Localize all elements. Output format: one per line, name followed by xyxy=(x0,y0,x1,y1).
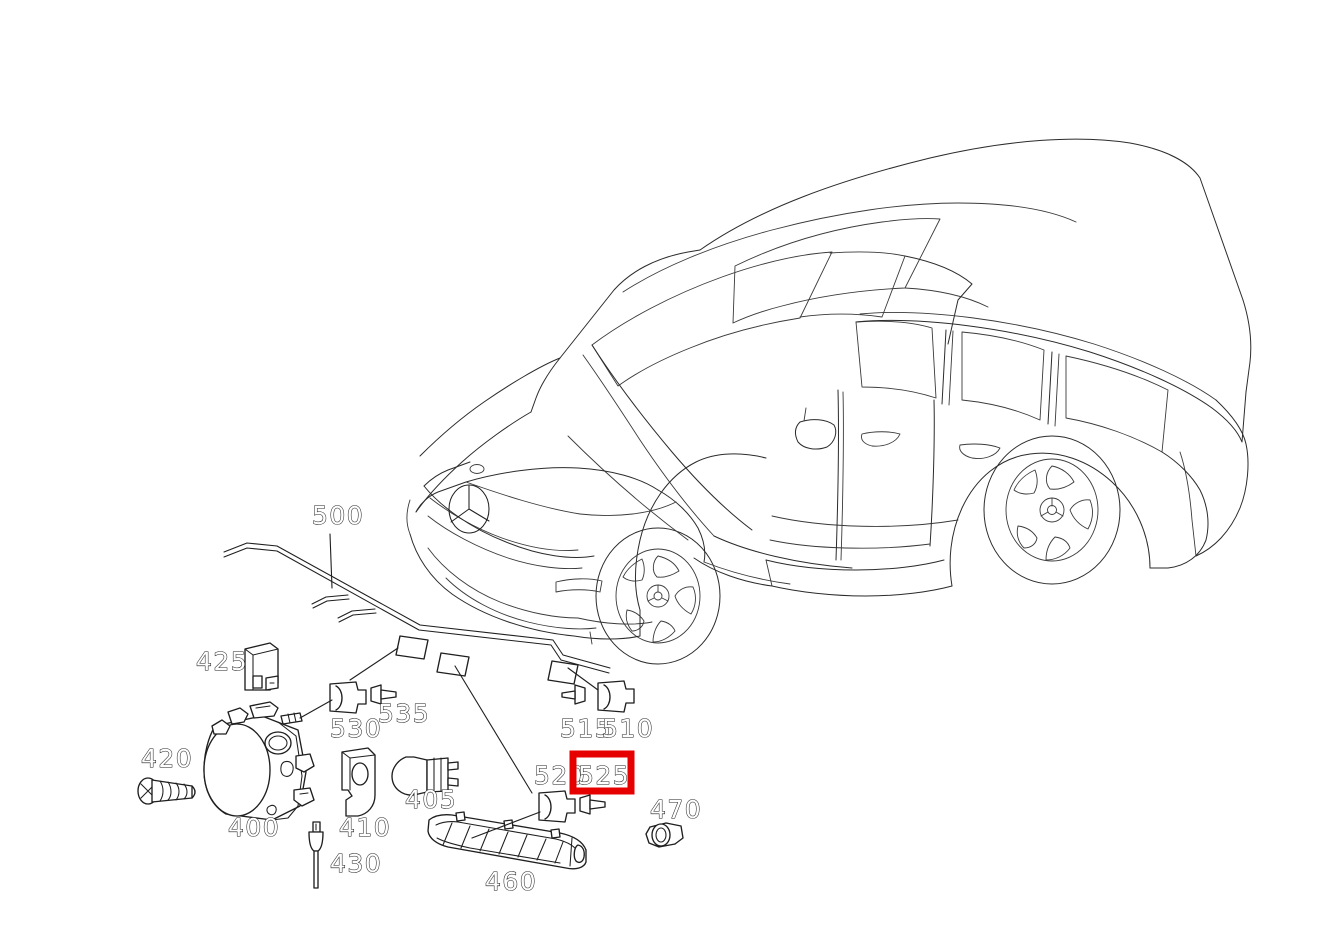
part-clip-410 xyxy=(341,747,376,817)
part-bulb-405 xyxy=(391,756,459,796)
callout-405[interactable]: 405 xyxy=(404,784,457,814)
callout-515[interactable]: 515 xyxy=(559,713,612,743)
callout-530[interactable]: 530 xyxy=(329,713,382,743)
part-connector-pin-535 xyxy=(370,684,397,705)
leader-lamp-to-530 xyxy=(299,699,333,719)
part-connector-530 xyxy=(329,681,367,714)
callout-510[interactable]: 510 xyxy=(601,713,654,743)
highlight-box-525 xyxy=(569,750,635,795)
callout-525[interactable]: 525 xyxy=(577,760,630,790)
callout-470[interactable]: 470 xyxy=(649,794,702,824)
callout-535[interactable]: 535 xyxy=(377,698,430,728)
part-connector-520 xyxy=(538,790,576,823)
callout-400[interactable]: 400 xyxy=(227,812,280,842)
callout-430[interactable]: 430 xyxy=(329,848,382,878)
part-connector-pin-515 xyxy=(561,684,586,705)
callout-labels: 500 425 530 535 515 510 420 405 520 525 … xyxy=(140,500,702,896)
leader-harness-to-530 xyxy=(349,647,399,681)
leader-460-to-520 xyxy=(471,811,541,839)
callout-500[interactable]: 500 xyxy=(311,500,364,530)
part-nut-470 xyxy=(645,822,684,848)
part-fog-lamp-housing-400 xyxy=(203,701,315,821)
rear-wheel-spokes xyxy=(1013,465,1093,561)
mercedes-star-emblem xyxy=(448,484,490,534)
callout-410[interactable]: 410 xyxy=(338,812,391,842)
leader-harness-to-510 xyxy=(567,667,599,691)
callout-420[interactable]: 420 xyxy=(140,743,193,773)
part-screw-420 xyxy=(137,777,196,805)
front-wheel-spokes xyxy=(622,555,696,643)
part-grille-trim-460 xyxy=(427,811,587,870)
callout-425[interactable]: 425 xyxy=(195,646,248,676)
callout-460[interactable]: 460 xyxy=(484,866,537,896)
vehicle-illustration xyxy=(406,138,1252,665)
part-wiring-harness-500 xyxy=(223,542,611,685)
part-adjusting-screw-430 xyxy=(308,821,324,889)
leader-500 xyxy=(329,533,333,589)
part-bracket-425 xyxy=(244,642,279,691)
part-connector-pin-525 xyxy=(579,794,606,815)
leader-520-to-harness xyxy=(454,665,533,794)
part-connector-510 xyxy=(597,680,635,713)
